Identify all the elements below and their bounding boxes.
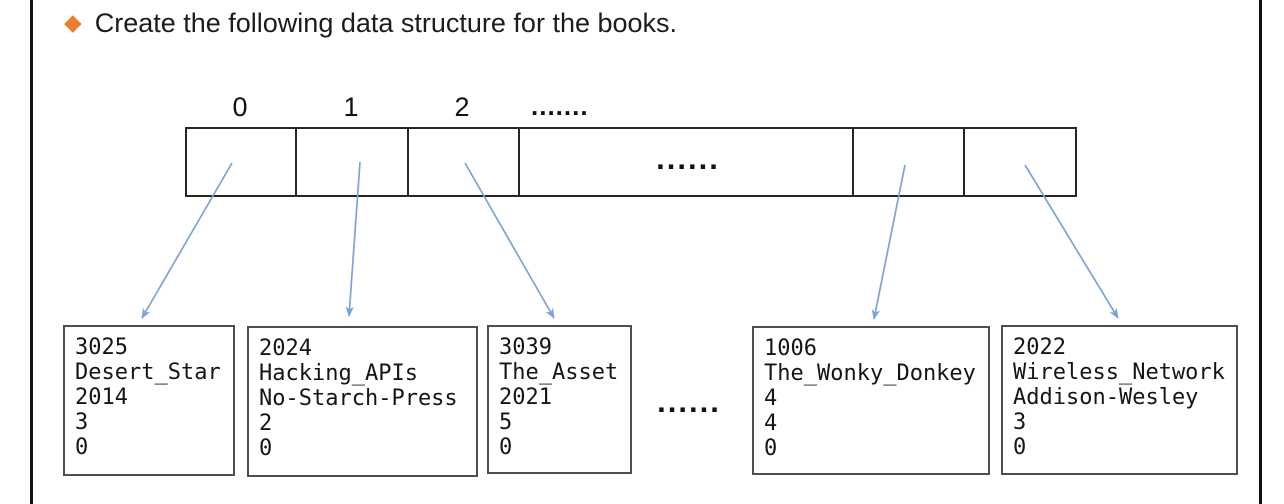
record-line: 4 — [764, 386, 778, 411]
record-line: 2021 — [499, 385, 552, 410]
array-cell-divider — [295, 129, 297, 195]
array-index-label-1: 1 — [343, 92, 359, 122]
books-array-box: ...... — [185, 127, 1077, 197]
record-box-3025: 3025 Desert_Star 2014 3 0 — [63, 325, 235, 476]
record-line: 0 — [75, 435, 89, 460]
record-line: 3 — [75, 410, 89, 435]
record-line: Wireless_Network — [1013, 360, 1225, 385]
records-ellipsis: ...... — [657, 384, 721, 419]
record-line: No-Starch-Press — [259, 386, 458, 411]
diamond-bullet-icon: ◆ — [64, 8, 82, 35]
record-box-2022: 2022 Wireless_Network Addison-Wesley 3 0 — [1001, 325, 1238, 475]
bullet-title-row: ◆ Create the following data structure fo… — [64, 5, 677, 41]
record-box-3039: 3039 The_Asset 2021 5 0 — [487, 325, 632, 474]
array-cell-divider — [963, 129, 965, 195]
record-line: Addison-Wesley — [1013, 385, 1199, 410]
record-box-2024: 2024 Hacking_APIs No-Starch-Press 2 0 — [247, 326, 478, 477]
record-line: 5 — [499, 410, 513, 435]
record-line: 3025 — [75, 335, 128, 360]
record-line: The_Wonky_Donkey — [764, 361, 976, 386]
array-cell-ellipsis: ...... — [656, 141, 720, 176]
record-line: 0 — [259, 436, 273, 461]
record-line: 4 — [764, 411, 778, 436]
slide-title: Create the following data structure for … — [94, 7, 678, 38]
record-line: 2014 — [75, 385, 128, 410]
array-index-ellipsis: ....... — [531, 91, 589, 121]
record-box-1006: 1006 The_Wonky_Donkey 4 4 0 — [752, 326, 990, 475]
record-line: 3039 — [499, 335, 552, 360]
record-line: 0 — [764, 436, 778, 461]
record-line: 0 — [499, 435, 513, 460]
array-index-label-2: 2 — [454, 92, 470, 122]
record-line: 2 — [259, 411, 273, 436]
record-line: 0 — [1013, 435, 1027, 460]
record-line: 1006 — [764, 336, 817, 361]
record-line: Desert_Star — [75, 360, 221, 385]
record-line: Hacking_APIs — [259, 361, 418, 386]
array-cell-divider — [852, 129, 854, 195]
array-cell-divider — [407, 129, 409, 195]
record-line: 3 — [1013, 410, 1027, 435]
record-line: 2022 — [1013, 335, 1066, 360]
record-line: The_Asset — [499, 360, 619, 385]
record-line: 2024 — [259, 336, 312, 361]
right-border-line — [1259, 0, 1262, 504]
array-index-label-0: 0 — [232, 92, 248, 122]
left-border-line — [30, 0, 33, 504]
array-cell-divider — [518, 129, 520, 195]
